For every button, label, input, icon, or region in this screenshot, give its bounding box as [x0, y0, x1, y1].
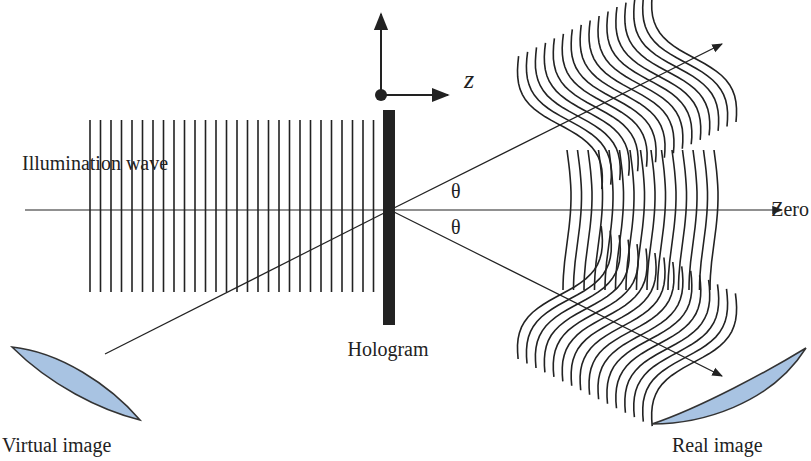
wavefronts — [90, 0, 737, 426]
plane-wavefront — [173, 120, 175, 292]
wavefront — [625, 280, 710, 413]
wavefront — [574, 150, 582, 290]
wavefront — [652, 0, 737, 122]
wavefront — [689, 150, 697, 290]
plane-wavefront — [331, 120, 333, 292]
diffracted-ray — [390, 210, 722, 376]
plane-wavefront — [320, 120, 322, 292]
plane-wavefront — [362, 120, 364, 292]
virtual-image — [12, 347, 140, 420]
plane-wavefront — [310, 120, 312, 292]
optical-axis — [25, 209, 782, 210]
origin-dot — [375, 89, 387, 101]
plane-wavefront — [299, 120, 301, 292]
plane-wavefront — [268, 120, 270, 292]
plane-wavefront — [184, 120, 186, 292]
angle-label: θ — [451, 216, 461, 238]
image-label: Virtual image — [2, 434, 111, 456]
real-image — [652, 348, 806, 424]
plane-wavefront — [352, 120, 354, 292]
plane-wavefront — [89, 120, 91, 292]
wavefront — [643, 0, 728, 127]
plane-wavefront — [215, 120, 217, 292]
wavefront — [634, 0, 719, 131]
plane-wavefront — [163, 120, 165, 292]
wavefront — [647, 150, 655, 290]
wave-label: Illumination wave — [22, 152, 168, 174]
plane-wavefront — [247, 120, 249, 292]
wavefront — [634, 284, 719, 417]
angle-label: θ — [451, 180, 461, 202]
plane-wavefront — [341, 120, 343, 292]
plane-wavefront — [142, 120, 144, 292]
wavefront — [710, 150, 718, 290]
plane-wavefront — [373, 120, 375, 292]
plane-wavefront — [226, 120, 228, 292]
plate-label: Hologram — [347, 338, 428, 360]
image-label: Real image — [672, 434, 763, 456]
wavefront — [700, 150, 708, 290]
plane-wavefront — [289, 120, 291, 292]
wavefront — [668, 150, 676, 290]
axis-label: z — [464, 66, 474, 95]
plane-wavefront — [110, 120, 112, 292]
plane-wavefront — [152, 120, 154, 292]
hologram-plate — [383, 110, 395, 325]
virtual-ray — [105, 210, 390, 354]
plane-wavefront — [100, 120, 102, 292]
order-label: Zero — [771, 198, 809, 220]
plane-wavefront — [236, 120, 238, 292]
axis-arrow — [381, 94, 448, 96]
axis-arrow — [380, 14, 382, 95]
plane-wavefront — [131, 120, 133, 292]
plane-wavefront — [194, 120, 196, 292]
diffracted-ray — [390, 44, 722, 210]
plane-wavefront — [205, 120, 207, 292]
wavefront — [563, 150, 571, 290]
plane-wavefront — [121, 120, 123, 292]
plane-wavefront — [257, 120, 259, 292]
wavefront — [584, 150, 592, 290]
